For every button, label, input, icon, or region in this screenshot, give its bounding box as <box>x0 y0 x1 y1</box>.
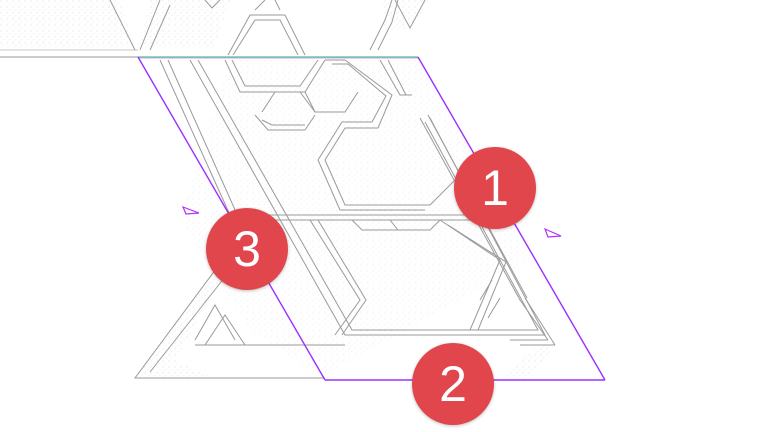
callout-marker-2[interactable]: 2 <box>412 343 494 425</box>
callout-marker-3-label: 3 <box>233 221 261 277</box>
drag-handle-left-icon[interactable] <box>181 205 200 215</box>
drag-handle-right-icon[interactable] <box>543 227 562 238</box>
callout-marker-1-label: 1 <box>481 160 509 216</box>
callout-marker-2-label: 2 <box>439 356 467 412</box>
upper-walls <box>0 0 426 58</box>
callout-marker-1[interactable]: 1 <box>454 147 536 229</box>
callout-marker-3[interactable]: 3 <box>206 208 288 290</box>
